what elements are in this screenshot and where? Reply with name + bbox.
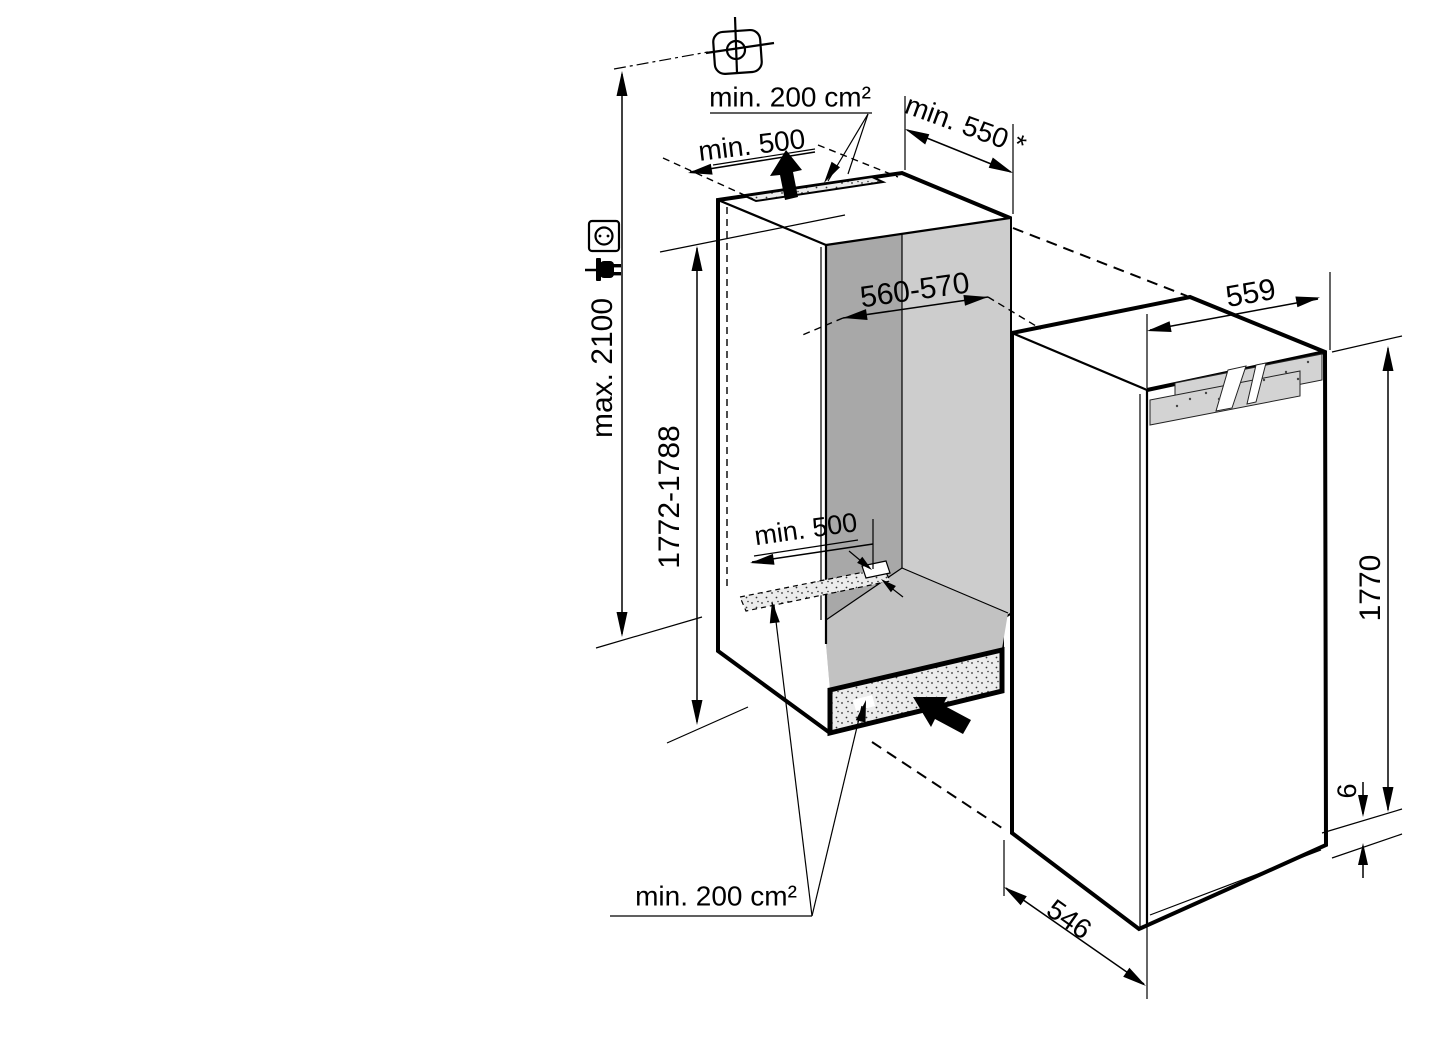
appliance (1010, 294, 1329, 932)
dimension-max-height: max. 2100 (586, 71, 703, 649)
airflow-in-arrow-icon (913, 697, 971, 734)
label-niche-depth: min. 550 * (901, 89, 1030, 161)
dimension-niche-depth: min. 550 * (901, 89, 1030, 214)
label-appliance-height: 1770 (1354, 555, 1387, 622)
door-vent-grille (1149, 353, 1323, 426)
dimension-niche-height: 1772-1788 (653, 214, 846, 744)
label-bottom-vent-area: min. 200 cm² (635, 880, 797, 911)
projection-dashed-top (1012, 227, 1188, 297)
dimension-door-bottom-gap: 6 (1331, 782, 1403, 878)
power-socket-icon (587, 219, 621, 253)
niche-cabinet (716, 170, 1012, 737)
floor-vent-marker (861, 560, 891, 579)
power-plug-icon (585, 258, 621, 281)
niche-floor (826, 568, 1008, 690)
floor-vent-band (739, 567, 891, 612)
label-appliance-depth: 546 (1041, 893, 1097, 945)
label-niche-height: 1772-1788 (653, 425, 686, 568)
bottom-vent-gap (853, 695, 875, 711)
dimension-bottom-vent-area: min. 200 cm² (610, 601, 866, 917)
label-max-height: max. 2100 (586, 298, 619, 438)
airflow-up-arrow-icon (770, 150, 802, 200)
top-vent-strip (741, 175, 887, 203)
registration-mark-icon (613, 16, 775, 75)
dimension-top-vent-area: min. 200 cm² (709, 81, 872, 183)
niche-back-wall (826, 234, 902, 620)
label-door-bottom-gap: 6 (1332, 783, 1362, 798)
bottom-vent-strip (827, 646, 1005, 737)
label-top-vent-area: min. 200 cm² (709, 81, 871, 112)
projection-dashed-bottom (871, 741, 1006, 831)
dimension-appliance-height: 1770 (1321, 335, 1403, 834)
